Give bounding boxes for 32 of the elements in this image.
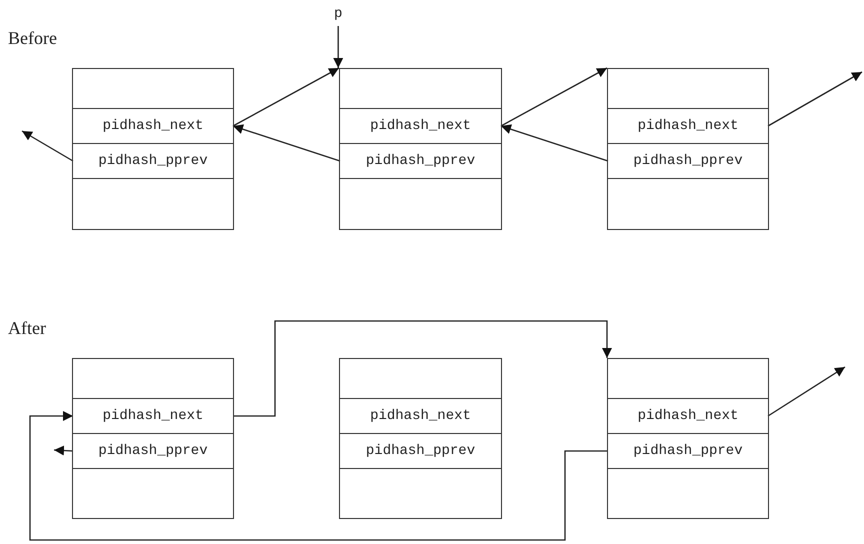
arrow <box>22 130 74 162</box>
arrow <box>232 124 340 162</box>
field-row: pidhash_next <box>73 108 233 144</box>
arrow <box>333 26 344 68</box>
arrow <box>768 366 846 417</box>
arrow <box>500 67 608 127</box>
field-row: pidhash_next <box>340 398 501 434</box>
field-row: pidhash_pprev <box>73 143 233 179</box>
struct-box <box>339 358 502 519</box>
field-row: pidhash_pprev <box>608 143 768 179</box>
section-title: Before <box>8 28 57 49</box>
field-row: pidhash_pprev <box>340 433 501 469</box>
field-row: pidhash_next <box>73 398 233 434</box>
arrow <box>500 124 608 162</box>
struct-box <box>72 68 234 230</box>
arrow <box>232 67 340 127</box>
struct-box <box>339 68 502 230</box>
field-row: pidhash_pprev <box>73 433 233 469</box>
arrow <box>768 71 862 127</box>
section-title: After <box>8 318 46 339</box>
field-row: pidhash_pprev <box>608 433 768 469</box>
field-row: pidhash_pprev <box>340 143 501 179</box>
field-row: pidhash_next <box>608 108 768 144</box>
arrow <box>54 446 74 456</box>
field-row: pidhash_next <box>340 108 501 144</box>
arrow <box>29 411 608 541</box>
struct-box <box>607 68 769 230</box>
field-row: pidhash_next <box>608 398 768 434</box>
struct-box <box>72 358 234 519</box>
struct-box <box>607 358 769 519</box>
pointer-name: p <box>334 6 342 22</box>
arrow <box>233 320 612 417</box>
